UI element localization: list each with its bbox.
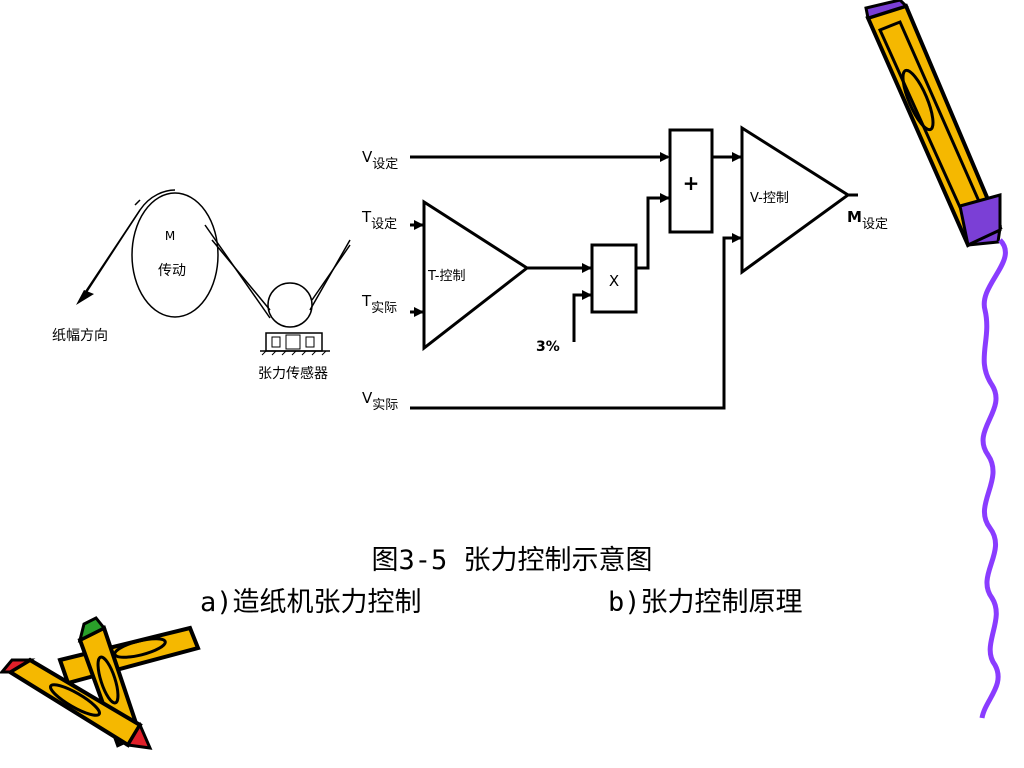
pencil-icon-bottom-3 — [0, 657, 153, 750]
arrowheads — [414, 152, 742, 317]
caption-sub-a: a)造纸机张力控制 — [200, 587, 422, 618]
multiplier-block — [590, 243, 638, 314]
caption-sub-b: b)张力控制原理 — [608, 587, 803, 618]
t-controller-label: T-控制 — [427, 269, 465, 284]
roller-label: 传动 — [158, 263, 186, 279]
roller-symbol: M — [165, 229, 175, 243]
m-set-label: M设定 — [847, 208, 888, 232]
multiplier-label: X — [609, 272, 619, 290]
adder-label: + — [683, 171, 700, 195]
v-actual-label: V实际 — [362, 389, 398, 413]
figure-title: 图3-5 张力控制示意图 — [371, 545, 653, 576]
t-controller — [422, 199, 530, 352]
direction-arrow-icon — [76, 290, 94, 305]
direction-label: 纸幅方向 — [52, 328, 108, 344]
t-actual-label: T实际 — [361, 292, 397, 316]
pencil-icon — [864, 0, 1003, 248]
tension-sensor — [260, 332, 330, 356]
v-controller — [740, 125, 851, 275]
drive-roller — [131, 192, 219, 318]
t-set-label: T设定 — [361, 208, 397, 232]
v-set-label: V设定 — [362, 148, 398, 172]
adder-block — [668, 128, 714, 234]
v-controller-label: V-控制 — [750, 191, 789, 206]
sensor-roller — [267, 282, 313, 328]
percent-label: 3% — [536, 339, 560, 355]
squiggle-line — [979, 238, 1008, 719]
sensor-label: 张力传感器 — [258, 365, 328, 382]
